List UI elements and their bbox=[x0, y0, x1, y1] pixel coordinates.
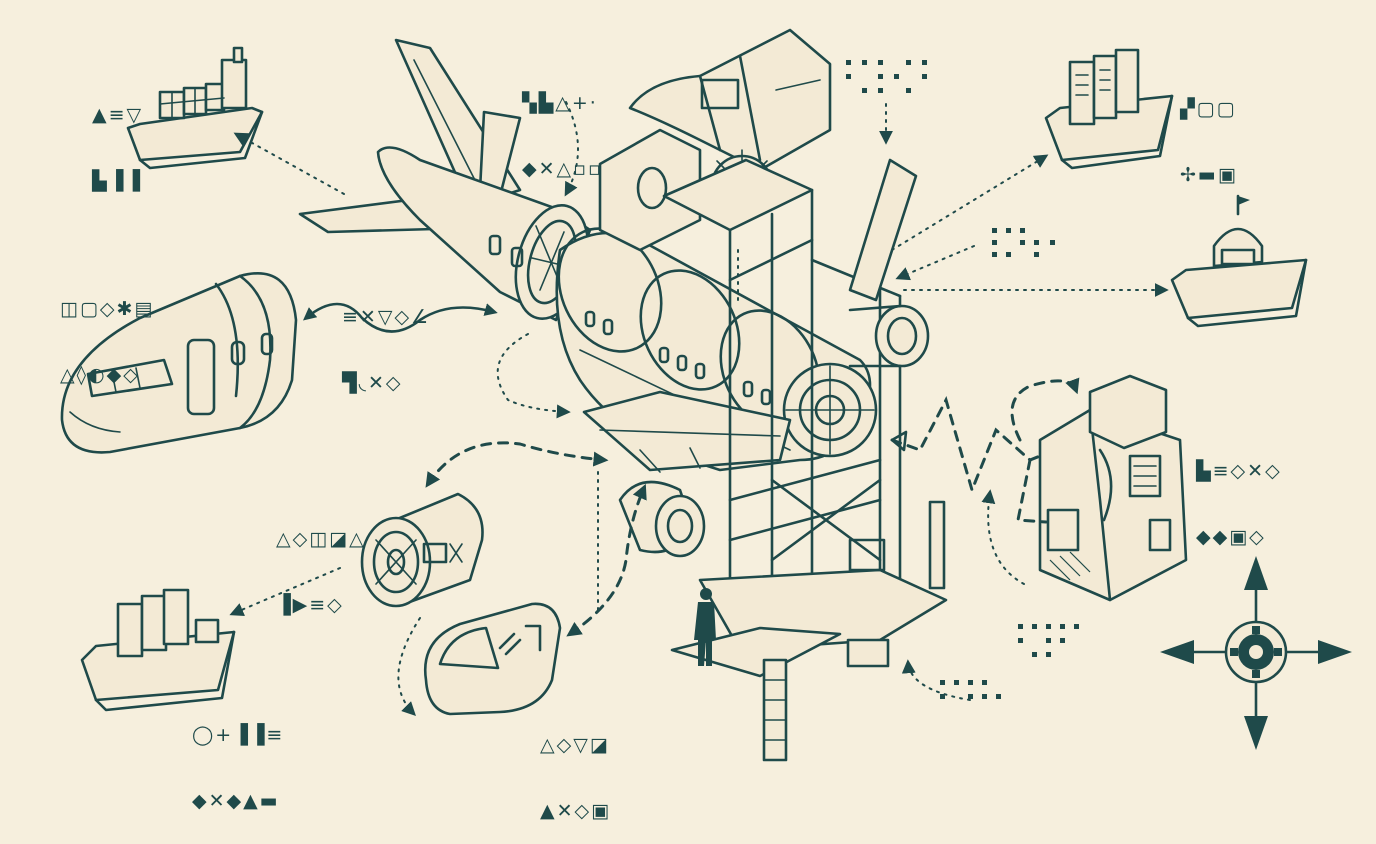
cargo-ship-icon bbox=[80, 588, 236, 712]
worker-figure-icon bbox=[694, 588, 716, 666]
glyph-row: ◯+▐▐≡ bbox=[192, 724, 285, 746]
glyph-label-bottom-left: ◯+▐▐≡ ◆✕◆▲▬ bbox=[192, 680, 284, 834]
dot-grid-decoration bbox=[846, 60, 1079, 699]
cargo-ship-icon bbox=[1170, 194, 1308, 328]
glyph-row: ▙≡◇✕◇ bbox=[1196, 460, 1282, 482]
airplane-icon bbox=[298, 38, 592, 322]
glyph-row: △◊◐◆◇ bbox=[60, 364, 140, 386]
glyph-row: △◇▽◪ bbox=[540, 734, 610, 756]
airplane-nose-section bbox=[60, 271, 298, 454]
glyph-label-left-mid: ◫▢◇✱▤ △◊◐◆◇ bbox=[60, 254, 154, 408]
glyph-row: △◇◫◪△ bbox=[276, 528, 366, 550]
fuselage-top-panel bbox=[628, 28, 832, 172]
glyph-row: ◫▢◇✱▤ bbox=[60, 298, 155, 320]
connector-lines bbox=[229, 101, 1169, 716]
glyph-row: ✢▬▣ bbox=[1180, 164, 1238, 186]
glyph-label-top-center: ▚▙△+· ◆✕△▫▫ bbox=[522, 48, 603, 202]
cargo-ship-icon bbox=[1044, 48, 1174, 170]
glyph-row: ▙▐▐ bbox=[92, 170, 142, 192]
cockpit-pod bbox=[423, 602, 562, 716]
glyph-row: ▞▢▢ bbox=[1180, 98, 1237, 120]
compass-icon bbox=[1160, 556, 1352, 750]
glyph-row: ▲✕◇▣ bbox=[540, 800, 612, 822]
glyph-label-engine: △◇◫◪△ ▐▶≡◇ bbox=[276, 484, 366, 638]
glyph-label-top-right: ▞▢▢ ✢▬▣ bbox=[1180, 54, 1238, 208]
glyph-row: ▐▶≡◇ bbox=[276, 594, 344, 616]
aircraft-exploded-diagram: ▲≡▽ ▙▐▐ ▚▙△+· ◆✕△▫▫ ◫▢◇✱▤ △◊◐◆◇ ≡✕▽◇∠ ▜◟… bbox=[60, 28, 1352, 822]
glyph-row: ▚▙△+· bbox=[522, 92, 598, 114]
cargo-ship-icon bbox=[126, 46, 264, 170]
gear-icon bbox=[1230, 626, 1282, 678]
glyph-label-bottom-center: △◇▽◪ ▲✕◇▣ bbox=[540, 690, 611, 844]
glyph-label-center-left: ≡✕▽◇∠ ▜◟✕◇ bbox=[342, 262, 430, 416]
engine-icon bbox=[360, 492, 484, 608]
equipment-module bbox=[1038, 374, 1188, 602]
glyph-row: ◆✕△▫▫ bbox=[522, 158, 603, 180]
glyph-row: ◆✕◆▲▬ bbox=[192, 790, 280, 812]
airplane-fuselage-section bbox=[555, 227, 878, 473]
glyph-row: ◆◆▣◇ bbox=[1196, 526, 1266, 548]
glyph-label-top-left: ▲≡▽ ▙▐▐ bbox=[92, 60, 143, 214]
diagram-illustration bbox=[60, 28, 1352, 762]
glyph-row: ▲≡▽ bbox=[92, 104, 144, 126]
glyph-row: ▜◟✕◇ bbox=[342, 372, 403, 394]
glyph-row: ≡✕▽◇∠ bbox=[342, 306, 431, 328]
glyph-label-right-mid: ▙≡◇✕◇ ◆◆▣◇ bbox=[1196, 416, 1282, 570]
